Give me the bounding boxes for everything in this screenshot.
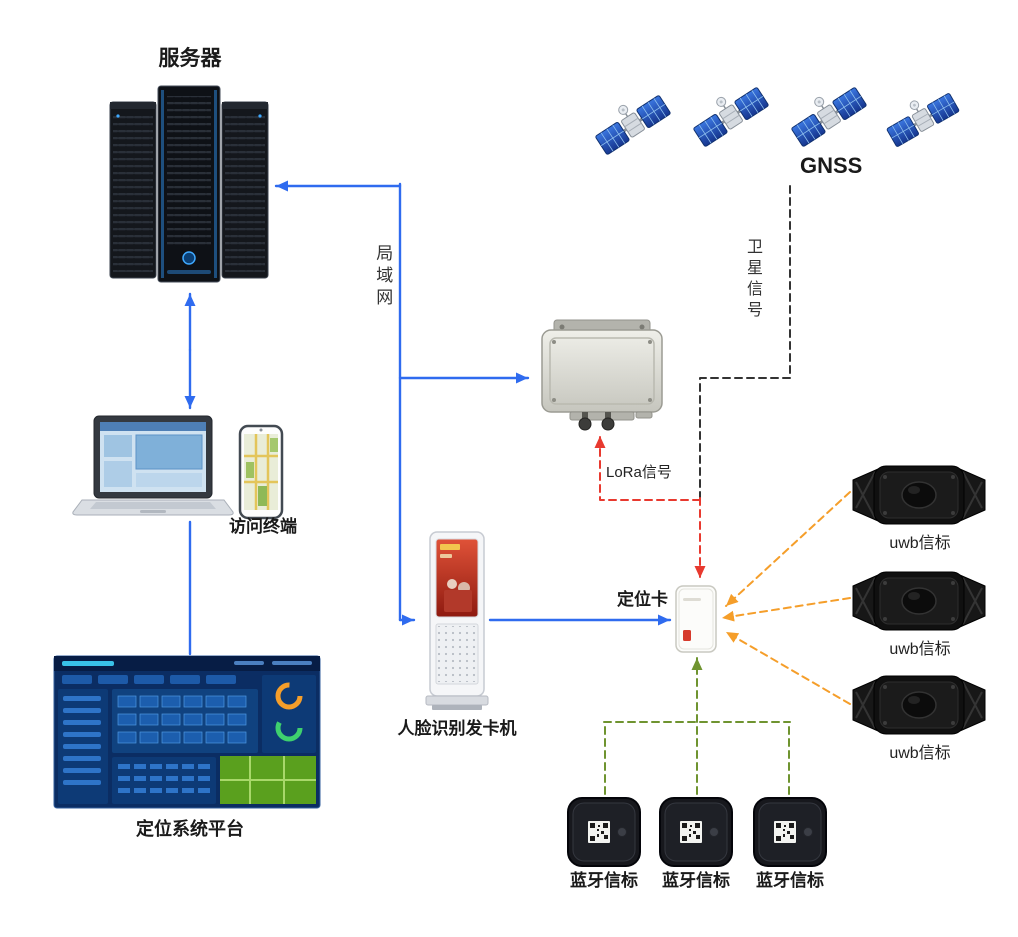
- uwb-beacon-icon: [852, 465, 986, 525]
- server-label: 服务器: [158, 47, 222, 70]
- uwb-signal-line-2: [721, 597, 851, 622]
- satellite-signal-line: [699, 185, 791, 501]
- gnss-satellite-icon: [783, 75, 869, 149]
- uwb-beacon-icon: [852, 675, 986, 735]
- bluetooth-beacon-icon: [567, 797, 641, 867]
- lora-gateway-icon: [541, 319, 663, 431]
- bluetooth-beacon-label: 蓝牙信标: [570, 871, 638, 890]
- uwb-beacon-label: uwb信标: [889, 535, 951, 552]
- smartphone-icon: [238, 424, 284, 520]
- bluetooth-beacon-label: 蓝牙信标: [756, 871, 824, 890]
- uwb-beacon-label: uwb信标: [889, 745, 951, 762]
- positioning-card-icon: [675, 585, 717, 653]
- gnss-satellite-icon: [587, 83, 673, 157]
- dashboard-screenshot: [53, 655, 321, 809]
- kiosk-icon: [425, 531, 489, 710]
- bluetooth-beacon-icon: [753, 797, 827, 867]
- uwb-beacon-icon: [852, 571, 986, 631]
- gnss-satellite-icon: [685, 75, 771, 149]
- positioning-card-label: 定位卡: [617, 590, 668, 609]
- lan-label: 局域网: [373, 244, 393, 310]
- uwb-signal-line-1: [725, 491, 851, 607]
- access-terminal-label: 访问终端: [229, 517, 297, 536]
- lora-signal-to-gateway: [594, 435, 701, 501]
- satellite-signal-label: 卫星信号: [744, 238, 761, 322]
- gnss-satellite-icon: [879, 82, 961, 149]
- positioning-platform-label: 定位系统平台: [136, 819, 244, 839]
- server-rack-icon: [109, 85, 269, 283]
- gnss-label: GNSS: [800, 153, 863, 178]
- bluetooth-beacon-icon: [659, 797, 733, 867]
- uwb-signal-line-3: [725, 631, 851, 705]
- face-card-dispenser-label: 人脸识别发卡机: [397, 719, 517, 738]
- laptop-icon: [72, 415, 234, 516]
- bluetooth-beacon-label: 蓝牙信标: [662, 871, 730, 890]
- uwb-beacon-label: uwb信标: [889, 641, 951, 658]
- lora-signal-label: LoRa信号: [606, 464, 672, 481]
